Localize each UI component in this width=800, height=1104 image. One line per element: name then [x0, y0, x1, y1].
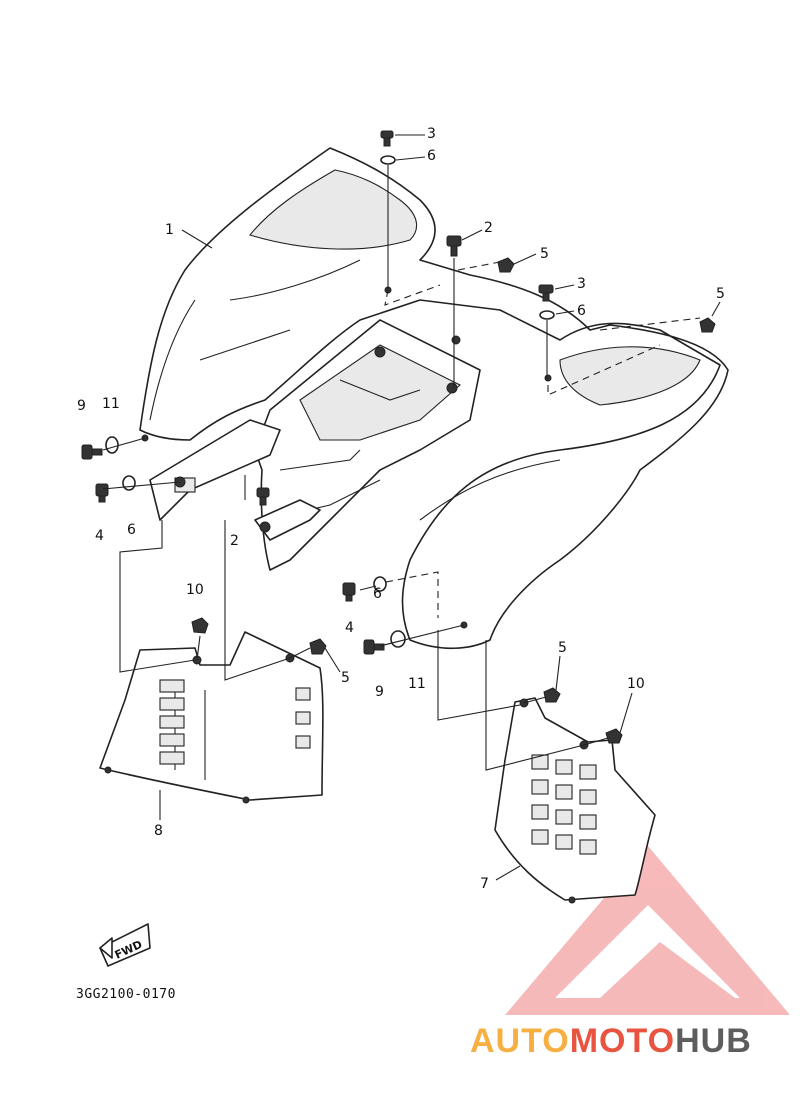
callout-3: 3 [427, 126, 436, 142]
callout-10: 10 [186, 582, 204, 598]
callout-labels: 3 6 1 2 5 3 6 5 9 11 4 6 2 10 5 4 6 9 11… [77, 126, 725, 892]
forward-direction-icon: FWD [99, 923, 151, 967]
bolt-2-left-icon [256, 487, 270, 506]
callout-7: 7 [480, 876, 489, 892]
callout-10: 10 [627, 676, 645, 692]
callout-6: 6 [577, 303, 586, 319]
mud-flap-8-vents [159, 679, 311, 765]
callout-6: 6 [427, 148, 436, 164]
watermark-text: AUTOMOTOHUB [470, 1022, 752, 1060]
bolt-2-top-icon [446, 235, 462, 257]
callout-9: 9 [77, 398, 86, 414]
nut-5-c-icon [309, 638, 327, 655]
washer-6-left-icon [122, 475, 136, 491]
callout-8: 8 [154, 823, 163, 839]
mud-flap-part-8 [99, 631, 324, 804]
bolt-9-left-icon [81, 444, 103, 460]
callout-9: 9 [375, 684, 384, 700]
washer-6-right-icon [539, 310, 555, 320]
callout-11: 11 [102, 396, 120, 412]
callout-1: 1 [165, 222, 174, 238]
washer-11-mid-icon [390, 630, 406, 648]
rear-fender-part-1 [139, 147, 729, 650]
callout-3: 3 [577, 276, 586, 292]
callout-leaders [159, 134, 721, 881]
callout-2: 2 [484, 220, 493, 236]
callout-6: 6 [373, 586, 382, 602]
nut-5-d-icon [543, 687, 561, 703]
callout-4: 4 [345, 620, 354, 636]
bolt-9-mid-icon [363, 639, 385, 655]
center-tray [149, 319, 481, 571]
bolt-3-right-icon [538, 284, 554, 302]
callout-5: 5 [341, 670, 350, 686]
callout-2: 2 [230, 533, 239, 549]
mud-flap-part-7 [494, 697, 656, 904]
callout-4: 4 [95, 528, 104, 544]
callout-5: 5 [540, 246, 549, 262]
callout-5: 5 [558, 640, 567, 656]
callout-5: 5 [716, 286, 725, 302]
nut-5-b-icon [699, 317, 716, 333]
bolt-3-top-icon [380, 130, 394, 147]
mud-flap-7-vents [531, 754, 597, 855]
hardware [81, 130, 716, 744]
washer-6-mid-icon [373, 576, 387, 592]
callout-11: 11 [408, 676, 426, 692]
callout-6: 6 [127, 522, 136, 538]
washer-6-top-icon [380, 155, 396, 165]
bolt-4-mid-icon [342, 582, 356, 602]
watermark-logo-icon [505, 846, 790, 1015]
assembly-lines [102, 165, 701, 771]
washer-11-left-icon [105, 436, 119, 454]
diagram-code: 3GG2100-0170 [76, 987, 176, 1002]
nut-10-left-icon [191, 617, 209, 634]
nut-5-a-icon [497, 257, 515, 273]
nut-10-right-icon [605, 728, 623, 744]
bolt-4-left-icon [95, 483, 109, 503]
